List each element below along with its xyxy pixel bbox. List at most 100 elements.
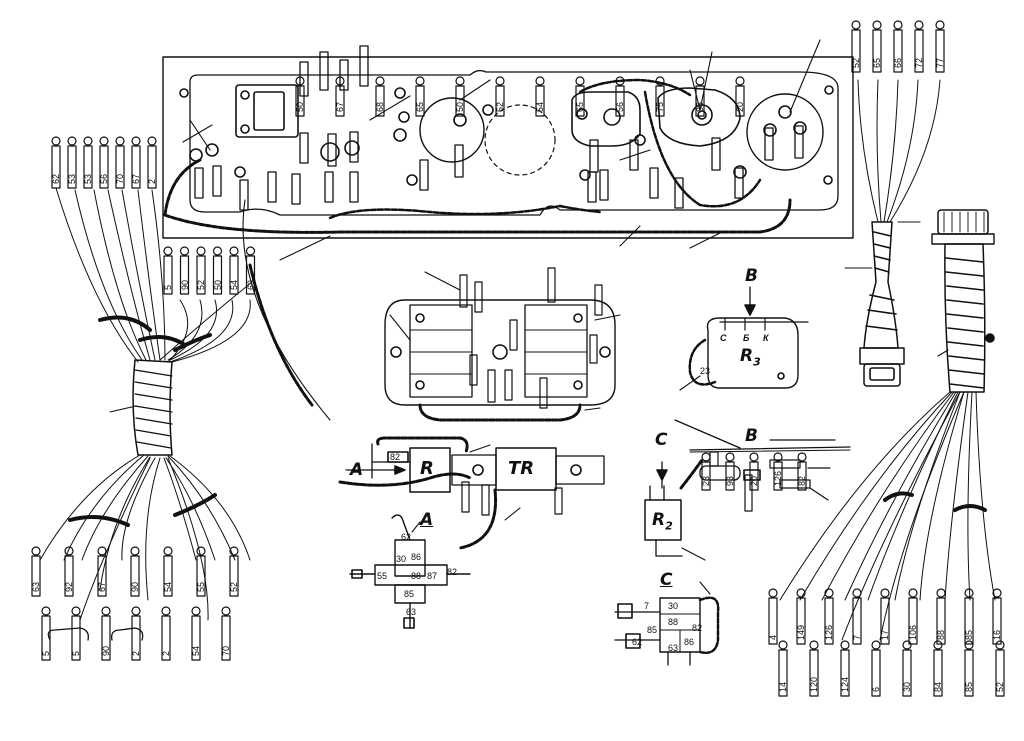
terminal-ring: [295, 76, 305, 86]
wire-terminal: [809, 649, 819, 697]
terminal-ring: [936, 588, 946, 598]
wire-number-tag: 56: [99, 173, 109, 184]
wire-number-tag: 53: [67, 173, 77, 184]
wire-terminal: [179, 255, 190, 295]
component-tr: TR: [508, 458, 535, 479]
terminal-ring: [131, 606, 141, 616]
component-r3-index: 3: [753, 355, 761, 369]
terminal-ring: [851, 20, 861, 30]
wire-terminal: [229, 255, 239, 295]
terminal-ring: [773, 452, 783, 462]
wire-terminal: [212, 255, 223, 295]
wire-number-tag: 7: [852, 634, 862, 640]
terminal-ring: [725, 452, 735, 462]
wire-number-tag: 2: [131, 650, 141, 656]
right-bottom-harness: [779, 209, 996, 641]
wire-number-tag: 63: [31, 581, 41, 592]
terminal-ring: [840, 640, 850, 650]
label-a-detail: A: [420, 510, 434, 530]
wire-number-tag: 16: [992, 629, 1002, 640]
wire-number-tag: 124: [840, 676, 850, 692]
terminal-ring: [221, 606, 231, 616]
component-r: R: [420, 458, 434, 479]
wire-terminal: [992, 597, 1002, 645]
wire-terminal: [196, 555, 206, 597]
wire-terminal: [147, 145, 157, 189]
wire-number-tag: 50: [455, 101, 465, 112]
wire-connectors: [31, 20, 1005, 697]
terminal-ring: [796, 588, 806, 598]
wire-terminal: [31, 555, 41, 597]
relay-c-wire-62: 62: [632, 637, 643, 647]
wire-terminal: [872, 29, 882, 73]
wire-terminal: [655, 85, 665, 117]
wire-terminal: [615, 85, 625, 117]
wire-terminal: [495, 85, 505, 117]
relay-a-pin-88: 88: [411, 571, 422, 581]
wire-number-tag: 50: [295, 101, 305, 112]
relay-c-pin-30: 30: [668, 601, 679, 611]
wire-number-tag: 62: [51, 173, 61, 184]
terminal-ring: [995, 640, 1005, 650]
relay-a-pin-30: 30: [396, 554, 407, 564]
wire-number-tag: 90: [130, 581, 140, 592]
wire-terminal: [695, 85, 705, 117]
wire-number-tag: 54: [191, 645, 201, 656]
wire-terminal: [701, 461, 711, 491]
wire-number-tag: 92: [64, 581, 74, 592]
label-b: B: [745, 266, 758, 286]
bracket-r2: [644, 419, 851, 561]
terminal-ring: [893, 20, 903, 30]
wire-number-tag: 66: [893, 57, 903, 68]
wire-terminal: [64, 555, 74, 597]
wire-number-tag: 85: [964, 629, 974, 640]
terminal-ring: [229, 246, 239, 256]
terminal-ring: [964, 640, 974, 650]
relay-a-wire-63: 63: [406, 607, 417, 617]
relay-c-pin-88: 88: [668, 617, 679, 627]
right-top-harness: [844, 79, 941, 387]
relay-a: [349, 514, 471, 629]
relay-r3: [679, 286, 809, 391]
wire-number-tag: 55: [196, 581, 206, 592]
wire-number-tag: 5: [71, 650, 81, 656]
terminal-ring: [196, 246, 206, 256]
wire-number-tag: 75: [655, 101, 665, 112]
wire-number-tag: 2: [147, 178, 157, 184]
wire-terminal: [295, 85, 305, 117]
terminal-ring: [701, 452, 711, 462]
terminal-ring: [880, 588, 890, 598]
wire-number-tag: 30: [902, 681, 912, 692]
left-harness: [39, 187, 253, 641]
wire-terminal: [196, 255, 206, 295]
wire-number-tag: 52: [229, 581, 239, 592]
terminal-ring: [964, 588, 974, 598]
wire-number-tag: 70: [115, 173, 125, 184]
wire-terminal: [229, 555, 239, 597]
terminal-ring: [809, 640, 819, 650]
wire-number-tag: 56: [615, 101, 625, 112]
terminal-ring: [768, 588, 778, 598]
wire-number-tag: 67: [131, 173, 141, 184]
terminal-ring: [31, 546, 41, 556]
wire-terminal: [902, 649, 912, 697]
wire-number-tag: 52: [995, 681, 1005, 692]
wire-number-tag: 20: [735, 101, 745, 112]
wire-terminal: [245, 255, 256, 295]
terminal-ring: [161, 606, 171, 616]
label-c-detail: C: [660, 570, 673, 590]
wire-number-tag: 50: [212, 279, 223, 290]
wire-number-tag: 52: [196, 279, 206, 290]
relay-a-pin-85: 85: [404, 589, 415, 599]
terminal-ring: [97, 546, 107, 556]
terminal-ring: [535, 76, 545, 86]
wire-terminal: [933, 649, 943, 697]
wire-terminal: [851, 29, 861, 73]
terminal-ring: [99, 136, 109, 146]
wire-number-tag: 90: [101, 645, 111, 656]
wire-terminal: [797, 461, 807, 491]
terminal-ring: [575, 76, 585, 86]
label-a: A: [350, 460, 364, 480]
